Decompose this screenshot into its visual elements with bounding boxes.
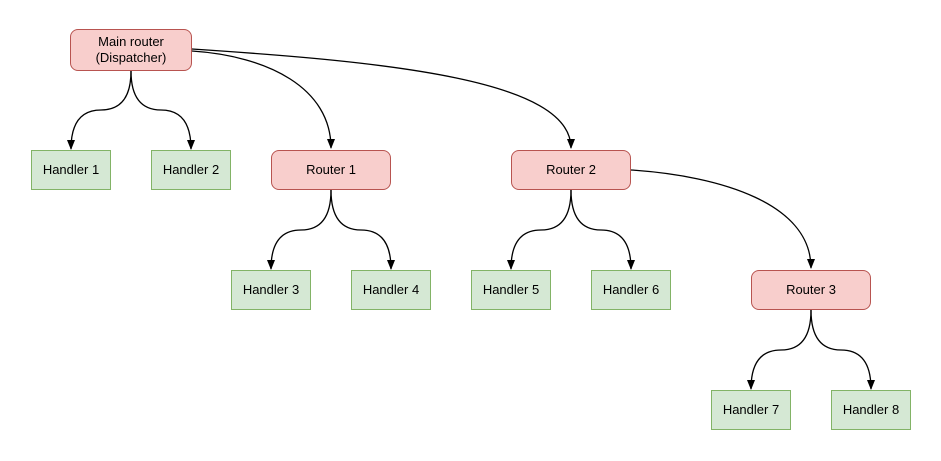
node-label: Handler 4 [362, 282, 420, 297]
edge-router-3-to-handler-7 [747, 309, 812, 390]
node-label: Handler 1 [42, 162, 100, 177]
node-handler-6: Handler 6 [591, 270, 671, 310]
edge-main-router-to-router-2 [191, 48, 575, 149]
node-label-line1: Main router [98, 34, 164, 49]
node-router-3: Router 3 [751, 270, 871, 310]
node-label: Router 1 [306, 162, 356, 177]
node-handler-4: Handler 4 [351, 270, 431, 310]
edge-router-3-to-handler-8 [810, 309, 875, 390]
node-label: Handler 7 [722, 402, 780, 417]
edge-main-router-to-handler-1 [67, 70, 132, 150]
node-label: Handler 8 [842, 402, 900, 417]
node-label-line2: (Dispatcher) [95, 50, 167, 65]
edge-router-2-to-handler-6 [570, 189, 635, 270]
node-label: Router 2 [546, 162, 596, 177]
node-handler-2: Handler 2 [151, 150, 231, 190]
node-label: Handler 6 [602, 282, 660, 297]
node-main-router: Main router (Dispatcher) [70, 29, 192, 71]
edge-router-2-to-handler-5 [507, 189, 572, 270]
edge-main-router-to-handler-2 [130, 70, 195, 150]
node-label: Handler 3 [242, 282, 300, 297]
node-router-1: Router 1 [271, 150, 391, 190]
node-handler-3: Handler 3 [231, 270, 311, 310]
node-handler-1: Handler 1 [31, 150, 111, 190]
node-handler-8: Handler 8 [831, 390, 911, 430]
edge-main-router-to-router-1 [191, 50, 335, 149]
edge-router-1-to-handler-4 [330, 189, 395, 270]
node-handler-5: Handler 5 [471, 270, 551, 310]
node-label: Handler 2 [162, 162, 220, 177]
node-router-2: Router 2 [511, 150, 631, 190]
node-label: Handler 5 [482, 282, 540, 297]
edge-router-2-to-router-3 [630, 169, 815, 269]
node-handler-7: Handler 7 [711, 390, 791, 430]
node-label: Router 3 [786, 282, 836, 297]
edge-router-1-to-handler-3 [267, 189, 332, 270]
